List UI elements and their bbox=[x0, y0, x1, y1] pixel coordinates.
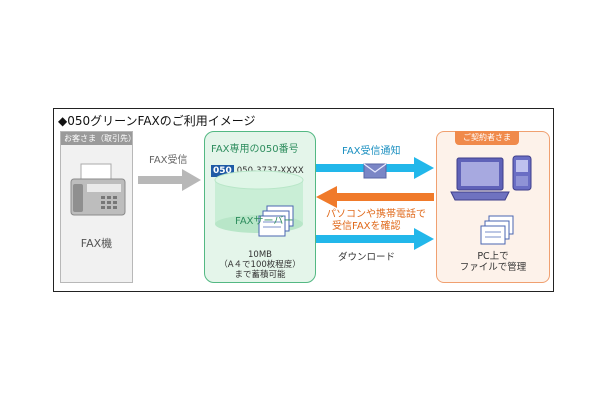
confirm-label: パソコンや携帯電話で 受信FAXを確認 bbox=[326, 209, 426, 233]
notify-label: FAX受信通知 bbox=[342, 146, 401, 157]
document-stack-icon bbox=[258, 205, 294, 237]
arrows-layer bbox=[138, 157, 434, 250]
center-title: FAX専用の050番号 bbox=[211, 144, 299, 155]
diagram-title: ◆050グリーンFAXのご利用イメージ bbox=[58, 114, 256, 128]
fax-machine-label: FAX機 bbox=[80, 237, 113, 250]
note-line-1: PC上で bbox=[477, 251, 509, 262]
capacity-line-2: （A４で100枚程度） bbox=[219, 260, 301, 270]
download-label: ダウンロード bbox=[338, 252, 396, 263]
mobile-phone-icon bbox=[512, 155, 532, 191]
capacity-line-3: まで蓄積可能 bbox=[234, 270, 286, 280]
fax-receive-label: FAX受信 bbox=[149, 155, 188, 166]
server-cylinder-icon bbox=[214, 170, 304, 237]
confirm-line-1: パソコンや携帯電話で bbox=[326, 209, 426, 220]
confirm-arrow bbox=[316, 186, 434, 208]
subscriber-devices bbox=[450, 155, 532, 245]
laptop-icon bbox=[450, 157, 510, 201]
download-arrow bbox=[316, 228, 434, 250]
server-label: FAXサーバー bbox=[235, 216, 294, 227]
envelope-icon bbox=[363, 163, 387, 179]
subscriber-note: PC上で ファイルで管理 bbox=[437, 251, 549, 273]
subscriber-header: ご契約者さま bbox=[455, 131, 519, 145]
customer-header: お客さま（取引先） bbox=[61, 132, 132, 145]
capacity-note: 10MB （A４で100枚程度） まで蓄積可能 bbox=[205, 250, 315, 280]
document-stack-icon bbox=[480, 215, 514, 245]
customer-box: お客さま（取引先） FAX機 bbox=[60, 131, 133, 283]
diagram-frame: ◆050グリーンFAXのご利用イメージ お客さま（取引先） FAX機 FAX受信 bbox=[53, 108, 554, 292]
fax-server-box: FAX専用の050番号 050050-3737-XXXX FAXサーバー 10M… bbox=[204, 131, 316, 283]
capacity-line-1: 10MB bbox=[248, 250, 272, 260]
subscriber-box: ご契約者さま PC上で ファイルで管理 bbox=[436, 131, 550, 283]
fax-receive-arrow bbox=[138, 169, 201, 191]
note-line-2: ファイルで管理 bbox=[459, 262, 527, 273]
fax-machine-icon bbox=[70, 163, 126, 216]
confirm-line-2: 受信FAXを確認 bbox=[332, 221, 401, 232]
